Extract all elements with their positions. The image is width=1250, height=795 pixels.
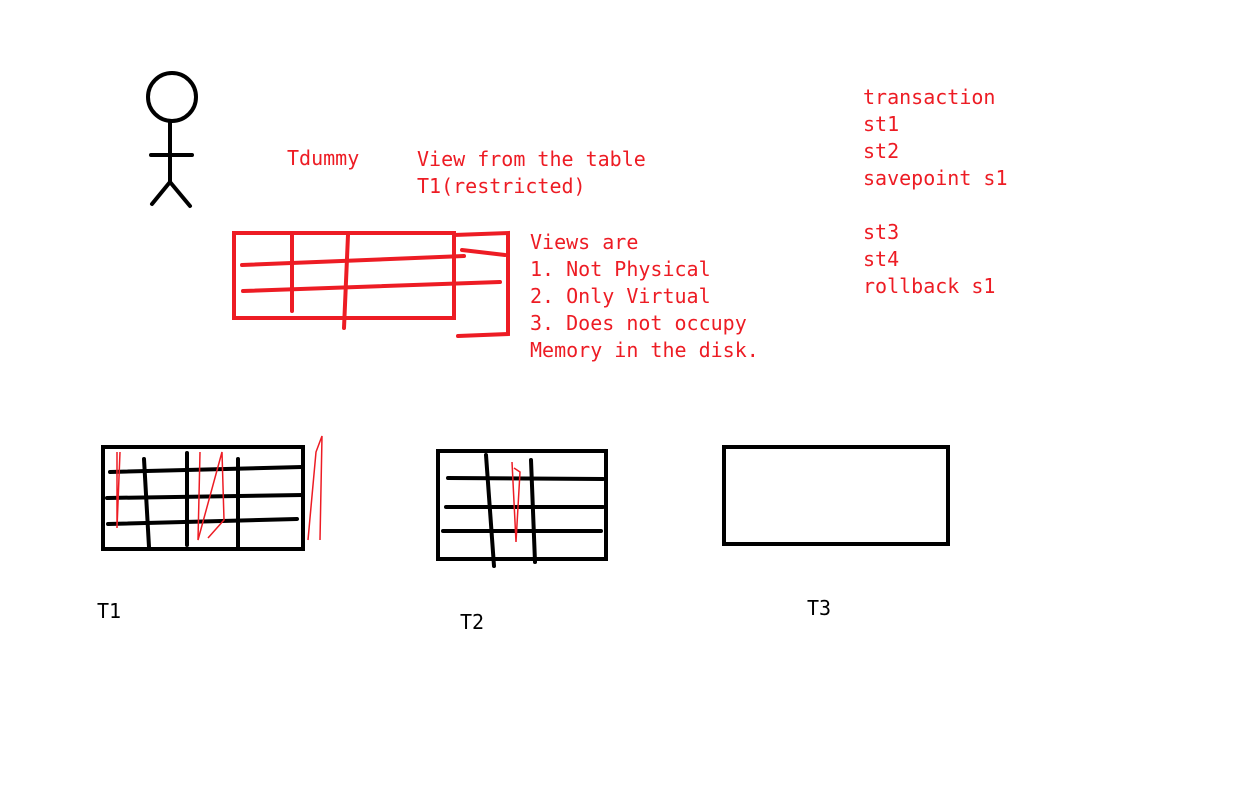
- views-point-4: Memory in the disk.: [530, 338, 759, 362]
- view-description-line2: T1(restricted): [417, 174, 586, 198]
- tdummy-label: Tdummy: [287, 146, 360, 170]
- views-heading: Views are: [530, 230, 639, 254]
- transaction-block: transaction st1 st2 savepoint s1 st3 st4…: [863, 84, 1008, 300]
- transaction-line: st4: [863, 247, 900, 271]
- transaction-line: st2: [863, 139, 900, 163]
- views-point-1: 1. Not Physical: [530, 257, 711, 281]
- views-point-2: 2. Only Virtual: [530, 284, 711, 308]
- table-t1-sketch: [101, 435, 323, 551]
- views-point-3: 3. Does not occupy: [530, 311, 747, 335]
- transaction-line: transaction: [863, 85, 996, 109]
- table-t3-sketch: [722, 445, 950, 546]
- stick-figure-icon: [146, 71, 198, 208]
- transaction-line: savepoint s1: [863, 166, 1008, 190]
- table-t3-label: T3: [807, 596, 832, 620]
- transaction-line: st3: [863, 220, 900, 244]
- transaction-line: st1: [863, 112, 900, 136]
- view-description-line1: View from the table: [417, 147, 646, 171]
- table-t2-sketch: [436, 449, 608, 568]
- table-t1-label: T1: [97, 599, 122, 623]
- transaction-line: [863, 192, 1008, 219]
- view-table-sketch: [232, 230, 510, 338]
- transaction-line: rollback s1: [863, 274, 996, 298]
- table-t2-label: T2: [460, 610, 485, 634]
